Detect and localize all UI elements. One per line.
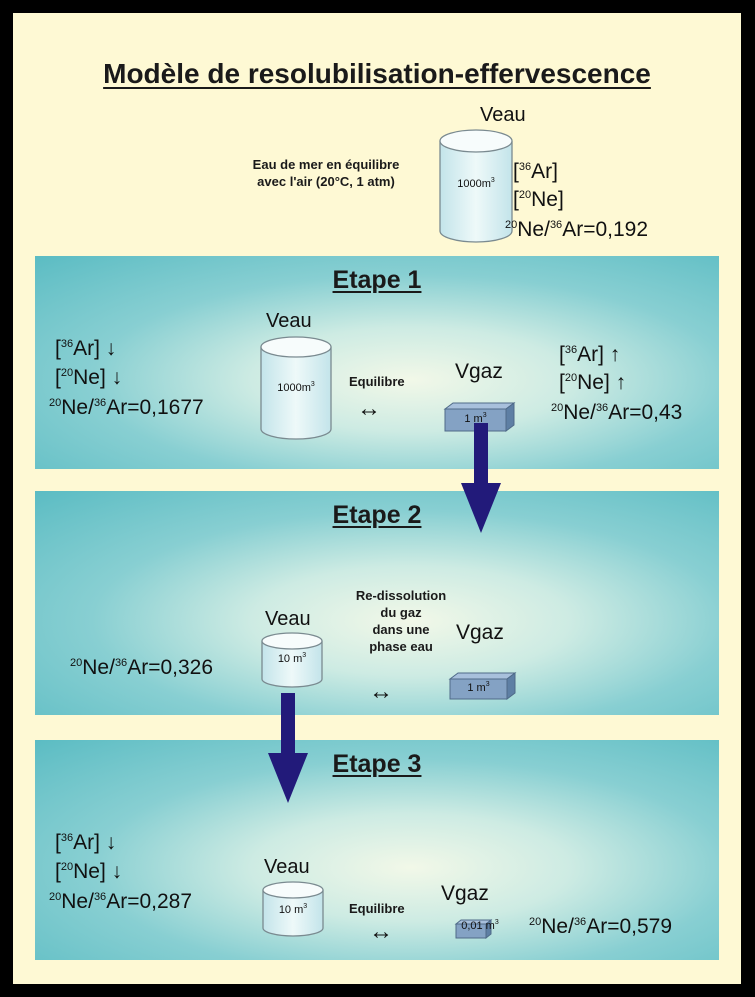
etape3-box-volume: 0,01 m3 bbox=[461, 919, 499, 932]
header-veau-label: Veau bbox=[480, 104, 526, 126]
etape2-box-volume: 1 m3 bbox=[467, 681, 490, 694]
arrow-etape1-to-etape2 bbox=[461, 423, 501, 533]
etape1-left-ne: [20Ne] ↓ bbox=[55, 366, 123, 389]
etape1-gas-box-icon bbox=[443, 402, 516, 432]
redissolution-line1: Re-dissolution bbox=[355, 588, 447, 603]
header-ne-concentration: [20Ne] bbox=[513, 188, 564, 211]
etape3-gas-box-icon bbox=[454, 918, 493, 940]
etape1-equilibre-label: Equilibre bbox=[349, 374, 405, 389]
header-description: Eau de mer en équilibre avec l'air (20°C… bbox=[213, 156, 439, 190]
etape3-equilibrium-arrow: ↔ bbox=[369, 918, 393, 945]
header-desc-line2: avec l'air (20°C, 1 atm) bbox=[257, 174, 395, 189]
etape3-cylinder-icon bbox=[262, 881, 324, 937]
poster-frame: Modèle de resolubilisation-effervescence… bbox=[13, 13, 741, 984]
etape1-equilibrium-arrow: ↔ bbox=[357, 395, 381, 422]
etape1-vgaz-label: Vgaz bbox=[455, 360, 503, 383]
etape2-title: Etape 2 bbox=[332, 501, 422, 529]
etape1-right-ratio: 20Ne/36Ar=0,43 bbox=[551, 401, 683, 424]
etape2-redissolution-text: Re-dissolution du gaz dans une phase eau bbox=[342, 587, 460, 655]
etape3-veau-label: Veau bbox=[264, 856, 310, 878]
etape3-right-ratio: 20Ne/36Ar=0,579 bbox=[529, 915, 673, 938]
etape3-cylinder-volume: 10 m3 bbox=[278, 903, 308, 916]
arrow-etape2-to-etape3 bbox=[268, 693, 308, 803]
etape1-panel: Etape 1 [36Ar] ↓ [20Ne] ↓ 20Ne/36Ar=0,16… bbox=[35, 256, 719, 469]
etape2-cylinder-icon bbox=[261, 632, 323, 688]
header-ratio: 20Ne/36Ar=0,192 bbox=[505, 218, 649, 241]
etape3-left-ar: [36Ar] ↓ bbox=[55, 831, 117, 854]
etape1-right-ar: [36Ar] ↑ bbox=[559, 343, 621, 366]
page-title: Modèle de resolubilisation-effervescence bbox=[103, 58, 651, 89]
header-cylinder-volume: 1000m3 bbox=[457, 177, 495, 190]
etape3-equilibre-label: Equilibre bbox=[349, 901, 405, 916]
etape1-left-ratio: 20Ne/36Ar=0,1677 bbox=[49, 396, 204, 419]
etape1-left-ar: [36Ar] ↓ bbox=[55, 337, 117, 360]
etape1-title: Etape 1 bbox=[332, 266, 422, 294]
etape3-title: Etape 3 bbox=[332, 750, 422, 778]
etape2-left-ratio: 20Ne/36Ar=0,326 bbox=[70, 656, 214, 679]
etape2-panel: Etape 2 20Ne/36Ar=0,326 Veau 10 m3 Re-di… bbox=[35, 491, 719, 715]
etape3-vgaz-label: Vgaz bbox=[441, 882, 489, 905]
redissolution-line4: phase eau bbox=[369, 639, 433, 654]
header-cylinder-icon bbox=[439, 129, 513, 243]
etape3-panel: Etape 3 [36Ar] ↓ [20Ne] ↓ 20Ne/36Ar=0,28… bbox=[35, 740, 719, 960]
redissolution-line3: dans une bbox=[372, 622, 430, 637]
etape1-box-volume: 1 m3 bbox=[464, 412, 487, 425]
etape3-left-ratio: 20Ne/36Ar=0,287 bbox=[49, 890, 193, 913]
etape2-cylinder-volume: 10 m3 bbox=[277, 652, 307, 665]
etape1-veau-label: Veau bbox=[266, 310, 312, 332]
etape1-right-ne: [20Ne] ↑ bbox=[559, 371, 627, 394]
header-ar-concentration: [36Ar] bbox=[513, 160, 558, 183]
redissolution-line2: du gaz bbox=[380, 605, 422, 620]
etape1-cylinder-icon bbox=[260, 336, 332, 440]
etape2-equilibrium-arrow: ↔ bbox=[369, 678, 393, 705]
etape3-left-ne: [20Ne] ↓ bbox=[55, 860, 123, 883]
etape2-gas-box-icon bbox=[448, 672, 517, 700]
etape1-cylinder-volume: 1000m3 bbox=[277, 381, 315, 394]
etape2-vgaz-label: Vgaz bbox=[456, 621, 504, 644]
header-desc-line1: Eau de mer en équilibre bbox=[252, 157, 400, 172]
etape2-veau-label: Veau bbox=[265, 608, 311, 630]
